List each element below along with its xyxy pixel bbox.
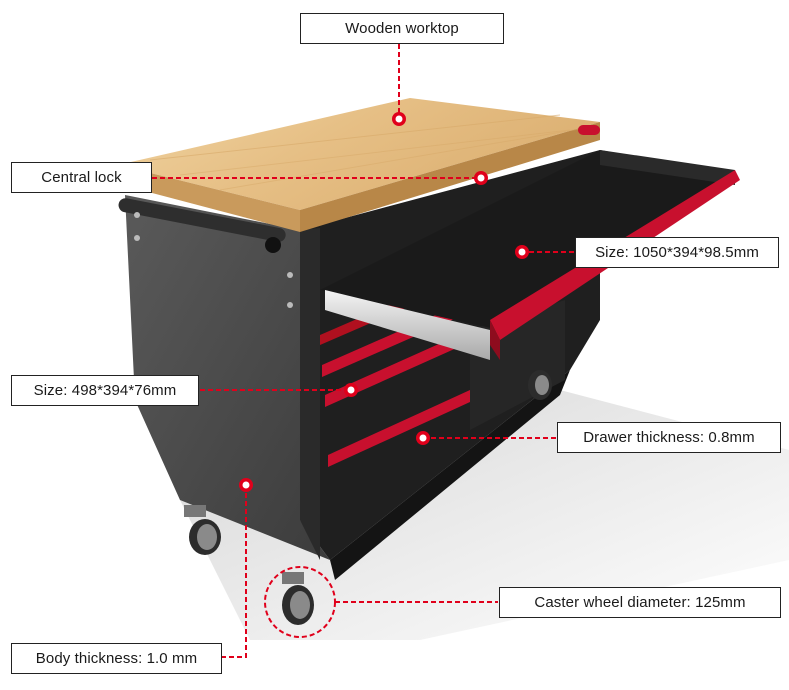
marker-small-drawer — [344, 383, 358, 397]
caster-front-left — [184, 505, 221, 555]
marker-worktop — [392, 112, 406, 126]
label-top-drawer-size: Size: 1050*394*98.5mm — [575, 237, 779, 268]
drawer-slide-rail — [325, 290, 490, 360]
marker-lock — [474, 171, 488, 185]
label-wooden-worktop: Wooden worktop — [300, 13, 504, 44]
label-body-thickness: Body thickness: 1.0 mm — [11, 643, 222, 674]
caster-wheels — [184, 370, 552, 625]
marker-drawer-thickness — [416, 431, 430, 445]
callout-lines — [152, 44, 574, 658]
callout-markers — [239, 112, 529, 492]
marker-body-thickness — [239, 478, 253, 492]
brand-badge — [578, 125, 600, 135]
caster-back-right — [528, 370, 552, 400]
marker-top-drawer — [515, 245, 529, 259]
cabinet-side-panel — [118, 195, 330, 560]
label-drawer-thickness: Drawer thickness: 0.8mm — [557, 422, 781, 453]
caster-front-right — [282, 572, 314, 625]
label-caster-wheel-diameter: Caster wheel diameter: 125mm — [499, 587, 781, 618]
label-central-lock: Central lock — [11, 162, 152, 193]
label-small-drawer-size: Size: 498*394*76mm — [11, 375, 199, 406]
